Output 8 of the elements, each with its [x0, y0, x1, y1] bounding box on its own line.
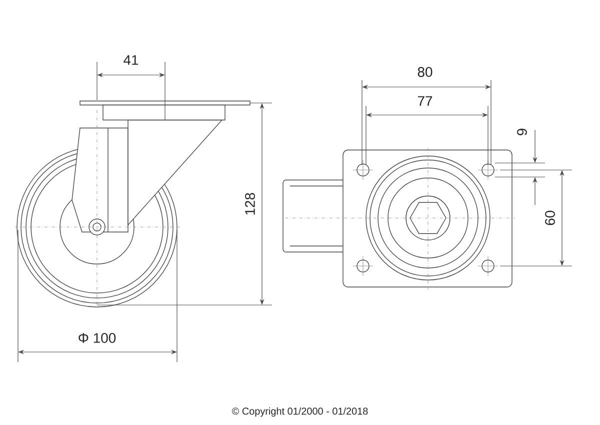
dimension-label: 80 [418, 67, 432, 77]
dimension-label: Φ 100 [78, 333, 116, 343]
dimension-label: 41 [124, 55, 138, 65]
dimension-label: 9 [517, 128, 527, 136]
dimension-label: 77 [418, 96, 432, 106]
copyright-text: © Copyright 01/2000 - 01/2018 [232, 407, 368, 417]
dimension-label: 60 [545, 210, 555, 226]
dimension-label: 128 [245, 192, 255, 215]
